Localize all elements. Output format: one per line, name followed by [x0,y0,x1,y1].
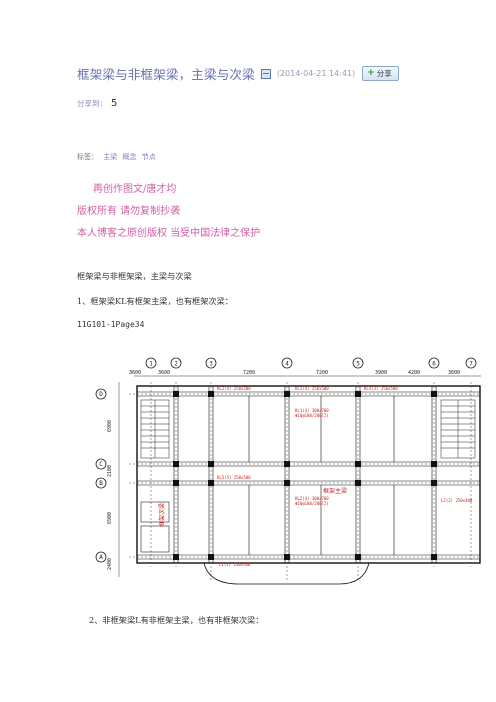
axis-label: 6 [432,361,436,368]
svg-text:KL4(3) 250x500: KL4(3) 250x500 [364,386,398,391]
plus-icon: + [367,68,375,78]
svg-text:KL1(4) 300x700: KL1(4) 300x700 [295,408,329,413]
axis-label: 1 [149,361,153,368]
post-date: (2014-04-21 14:41) [276,69,356,78]
svg-text:Φ10@100/200(2): Φ10@100/200(2) [295,501,329,506]
axis-bubbles-top [145,357,477,369]
copyright-line-2: 版权所有 请勿复制抄袭 [77,206,181,217]
dimension-label: 4200 [408,370,420,376]
svg-text:KL2(4) 300x700: KL2(4) 300x700 [295,496,329,501]
axis-label: 2 [174,361,178,368]
dimension-label: 7200 [243,370,255,376]
tags-label: 标签： [77,153,98,161]
stair-right [440,399,476,459]
share-count-value: 5 [111,98,118,109]
tag-link[interactable]: 概念 [122,153,137,161]
stair-left [140,399,170,459]
share-count: 分享到： 5 [77,98,117,109]
share-button[interactable]: + 分享 [362,66,399,81]
svg-text:KL3(4) 250x500: KL3(4) 250x500 [295,386,329,391]
dimension-label: 6900 [107,420,113,432]
axis-label: 4 [285,361,289,368]
svg-text:L1(2) 250x500: L1(2) 250x500 [219,562,251,567]
dimension-label: 7200 [316,370,328,376]
edit-icon[interactable] [260,68,271,79]
tag-link[interactable]: 节点 [141,153,156,161]
dimension-label: 6900 [107,512,113,524]
dimension-label: 3600 [448,370,460,376]
svg-text:KL5(5) 250x500: KL5(5) 250x500 [217,475,251,480]
copyright-line-3: 本人博客之原创版权 当受中国法律之保护 [77,228,261,239]
dimension-label: 3900 [375,370,387,376]
axis-label: C [99,461,103,468]
share-button-label: 分享 [376,69,392,78]
paragraph-item-1: 1、框架梁KL有框架主梁，也有框架次梁： [77,296,233,306]
axis-label: 5 [356,361,360,368]
secondary-beam-label: 框架次梁 [158,503,166,527]
title-row: 框架梁与非框架梁，主梁与次梁 (2014-04-21 14:41) + 分享 [77,64,399,83]
share-count-label: 分享到： [77,99,107,108]
axis-label: B [99,480,103,487]
svg-text:Φ10@100/200(2): Φ10@100/200(2) [295,413,329,418]
building-outline [136,385,481,564]
dimension-label: 2400 [107,558,113,570]
dimension-label: 3600 [129,370,141,376]
paragraph-item-2: 2、非框架梁L有非框架主梁，也有非框架次梁： [89,615,264,625]
tag-link[interactable]: 主梁 [103,153,118,161]
dimension-label: 3600 [158,370,170,376]
structural-plan-drawing: 1 2 3 4 5 6 7 3600 3600 7200 7200 3900 4… [95,357,481,585]
tag-list: 标签： 主梁 概念 节点 [77,152,156,162]
axis-label: 7 [469,361,473,368]
beam-lines [137,386,480,563]
axis-label: 3 [209,361,213,368]
columns [173,391,437,560]
small-rooms [140,501,170,553]
article-title: 框架梁与非框架梁，主梁与次梁 [77,67,255,82]
beam-annotations: KL2(4) 250x500 KL3(4) 250x500 KL4(3) 250x… [217,386,473,567]
curved-slab-edge [203,562,370,585]
section-heading: 框架梁与非框架梁，主梁与次梁 [77,271,192,281]
main-beam-label: 框架主梁 [323,487,347,495]
svg-text:L2(2) 250x400: L2(2) 250x400 [441,498,473,503]
axis-label: D [99,391,103,398]
reference-code: 11G101-1Page34 [77,320,145,329]
svg-text:KL2(4) 250x500: KL2(4) 250x500 [217,386,251,391]
axis-label: A [99,554,103,561]
copyright-line-1: 再创作图文/唐才均 [93,184,177,195]
dimension-label: 2100 [107,465,113,477]
